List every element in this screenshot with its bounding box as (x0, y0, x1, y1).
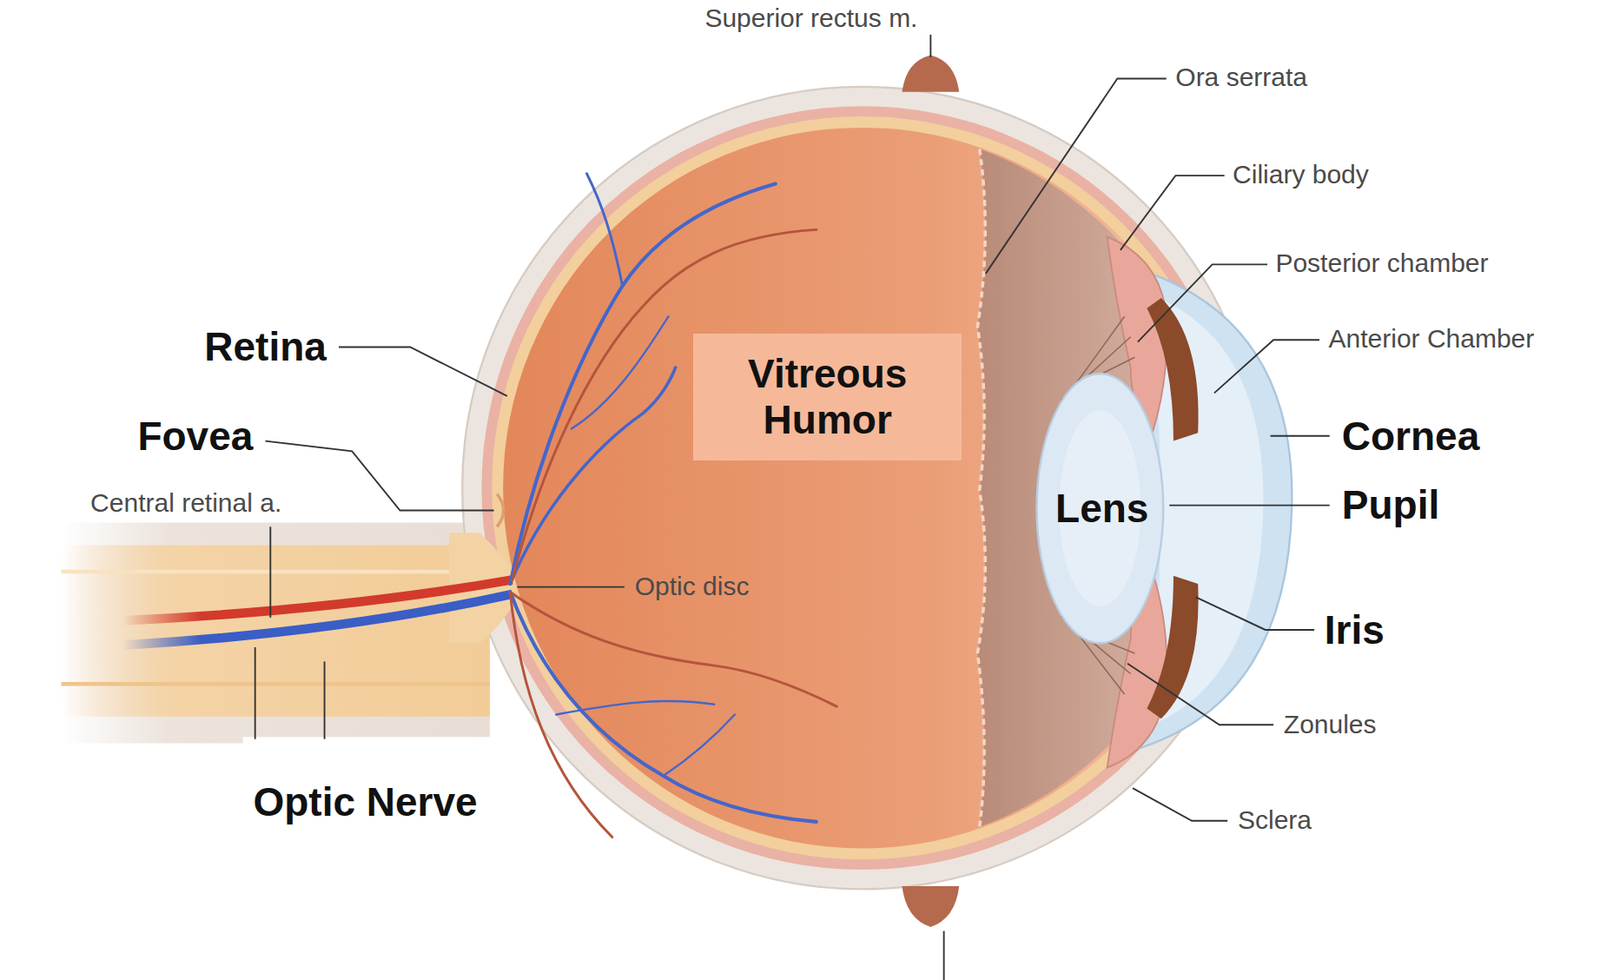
leader-line (517, 586, 625, 589)
retinal-vein (586, 173, 622, 286)
leader-line (1137, 264, 1268, 342)
fovea-pit (496, 494, 504, 528)
nerve-stripe (60, 681, 490, 687)
leader-line (1196, 596, 1315, 630)
part-label: Lens (1055, 485, 1149, 532)
leader-line (269, 526, 272, 618)
nerve-stripe (60, 569, 490, 575)
retinal-vessels (509, 173, 837, 838)
part-label: Optic disc (634, 571, 750, 602)
part-label: Posterior chamber (1275, 248, 1488, 279)
leader-line (985, 78, 1167, 273)
region-box: Vitreous Humor (693, 333, 962, 461)
retinal-vein (509, 367, 675, 584)
sclera (462, 86, 1263, 890)
label-patch (243, 736, 493, 867)
leader-line (1120, 175, 1225, 251)
part-label: Anterior Chamber (1328, 323, 1535, 355)
iris (1146, 575, 1198, 720)
part-label: Ora serrata (1175, 62, 1308, 93)
part-label: Cornea (1342, 412, 1480, 459)
leader-line (1169, 504, 1329, 507)
part-label: Retina (204, 323, 327, 371)
part-label: Iris (1324, 606, 1385, 653)
iris (1146, 297, 1198, 442)
leader-line (1127, 663, 1274, 726)
retinal-vein (509, 592, 816, 822)
retinal-artery (509, 592, 837, 708)
leader-line (1270, 435, 1330, 437)
part-label: Ciliary body (1232, 159, 1369, 191)
central-retinal-vein (122, 594, 513, 646)
leader-line (338, 347, 508, 397)
retinal-vein (663, 714, 735, 777)
retina-layer (491, 116, 1233, 860)
superior-rectus-muscle (901, 54, 959, 92)
retinal-vein (555, 700, 715, 715)
central-retinal-artery (122, 579, 513, 621)
leader-line (264, 441, 494, 511)
leader-line (254, 647, 257, 740)
part-label: Central retinal a. (90, 488, 282, 519)
lens (1037, 373, 1164, 643)
ora-serrata-edge (977, 149, 986, 827)
part-label: Optic Nerve (252, 779, 477, 826)
leader-line (1132, 787, 1228, 821)
part-label: Fovea (137, 412, 253, 459)
leader-line (323, 661, 326, 739)
part-label: Sclera (1237, 805, 1312, 836)
part-label: Pupil (1342, 482, 1440, 529)
part-label: Superior rectus m. (704, 3, 918, 34)
leader-lines (255, 34, 1330, 980)
leader-line (929, 34, 932, 58)
inferior-rectus-muscle (901, 885, 959, 927)
region-label: Vitreous Humor (708, 350, 946, 443)
leader-line (943, 931, 946, 980)
vitreous-body (502, 127, 1222, 849)
choroid (481, 105, 1243, 870)
part-label: Zonules (1283, 709, 1377, 741)
leader-line (1214, 339, 1320, 393)
